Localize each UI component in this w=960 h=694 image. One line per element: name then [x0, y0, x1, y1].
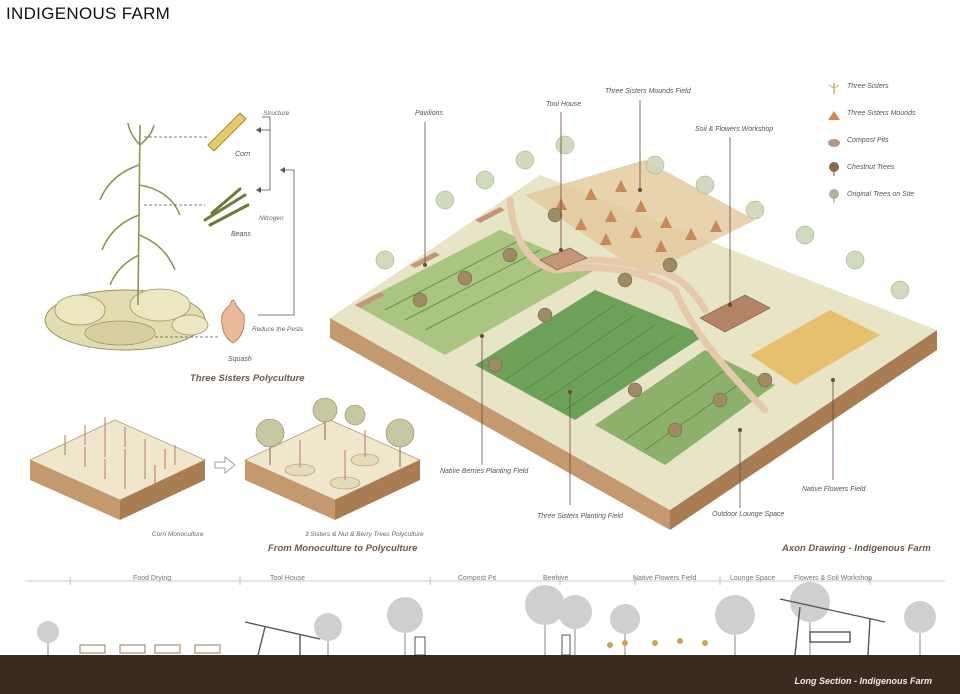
callout-lounge: Outdoor Lounge Space [712, 511, 785, 518]
corn-label: Corn [235, 151, 251, 158]
section-zone-compost-pit: Compost Pit [458, 575, 497, 582]
connector-lines [144, 136, 220, 338]
section-zone-beehive: Beehive [543, 575, 569, 582]
workshop-section [779, 598, 886, 656]
callout-pavilions: Pavilions [415, 110, 444, 117]
section-zone-tool-house: Tool House [270, 575, 306, 582]
squash-label: Squash [228, 356, 252, 363]
squash-leaves [44, 288, 209, 351]
chestnut-tree-icon [829, 162, 839, 176]
callout-lines [424, 100, 834, 508]
chestnut-trees [412, 207, 773, 438]
long-section-drawing [25, 577, 945, 656]
reduce-pests-label: Reduce the Pests [252, 326, 304, 333]
section-caption: Long Section - Indigenous Farm [794, 676, 932, 686]
callout-dots [423, 188, 835, 432]
corn-icon [207, 112, 247, 152]
structure-label: Structure [263, 110, 290, 117]
axon-block-left-side [330, 318, 670, 530]
arrow-heads [256, 127, 285, 193]
original-tree-icon [829, 189, 839, 203]
beans-label: Beans [231, 231, 251, 238]
legend-label: Three Sisters Mounds [847, 110, 916, 117]
callout-workshop: Soil & Flowers Workshop [695, 126, 774, 133]
beehive-section [414, 634, 571, 656]
monoculture-block [29, 417, 206, 520]
section-zone-native-flowers: Native Flowers Field [633, 575, 697, 582]
drying-racks [79, 644, 221, 654]
tool-house-section [244, 621, 321, 656]
squash-icon [221, 299, 245, 344]
monoculture-label: Corn Monoculture [152, 531, 204, 538]
three-sisters-illustration [44, 112, 295, 351]
callout-berries: Native Berries Planting Field [440, 468, 529, 475]
section-zone-workshop: Flowers & Soil Workshop [794, 575, 873, 582]
section-tree-trunks [47, 622, 921, 655]
mono-to-poly-caption: From Monoculture to Polyculture [268, 543, 418, 554]
polyculture-label: 3 Sisters & Nut & Berry Trees Polycultur… [305, 531, 424, 538]
callout-tool-house: Tool House [546, 101, 582, 108]
section-ticks [69, 577, 871, 585]
callout-flowers: Native Flowers Field [802, 486, 866, 493]
three-sisters-planting-field [475, 290, 705, 420]
mound-markers [555, 180, 722, 252]
legend: Three Sisters Three Sisters Mounds Compo… [825, 80, 955, 210]
tool-house-building [539, 247, 588, 271]
mono-to-poly-illustration [29, 397, 421, 520]
axon-drawing [330, 100, 937, 530]
section-zone-food-drying: Food Drying [133, 575, 172, 582]
section-zone-lounge: Lounge Space [730, 575, 776, 582]
transition-arrow-icon [214, 456, 236, 474]
axon-caption: Axon Drawing - Indigenous Farm [782, 543, 931, 554]
section-trees [37, 582, 936, 643]
section-flowers [607, 638, 708, 648]
beans-icon [203, 187, 250, 227]
callout-mounds-field: Three Sisters Mounds Field [605, 88, 691, 95]
compost-pit-icon [828, 139, 840, 147]
three-sisters-icon [828, 83, 840, 94]
three-sisters-caption: Three Sisters Polyculture [190, 373, 305, 384]
native-flowers-field [750, 310, 880, 385]
legend-label: Three Sisters [847, 83, 889, 90]
site-trees [375, 135, 910, 300]
legend-label: Original Trees on Site [847, 191, 915, 198]
section-soil-band [0, 655, 960, 694]
page-title: INDIGENOUS FARM [6, 4, 171, 23]
mound-icon [828, 111, 840, 120]
axon-block-right-side [670, 330, 937, 530]
legend-label: Chestnut Trees [847, 164, 895, 171]
legend-label: Compost Pits [847, 137, 889, 144]
callout-planting: Three Sisters Planting Field [537, 513, 623, 520]
lower-field [595, 350, 775, 465]
nitrogen-label: Nitrogen [259, 215, 284, 222]
polyculture-block [244, 397, 421, 520]
corn-stalk [99, 122, 181, 306]
field-rows [384, 239, 746, 451]
